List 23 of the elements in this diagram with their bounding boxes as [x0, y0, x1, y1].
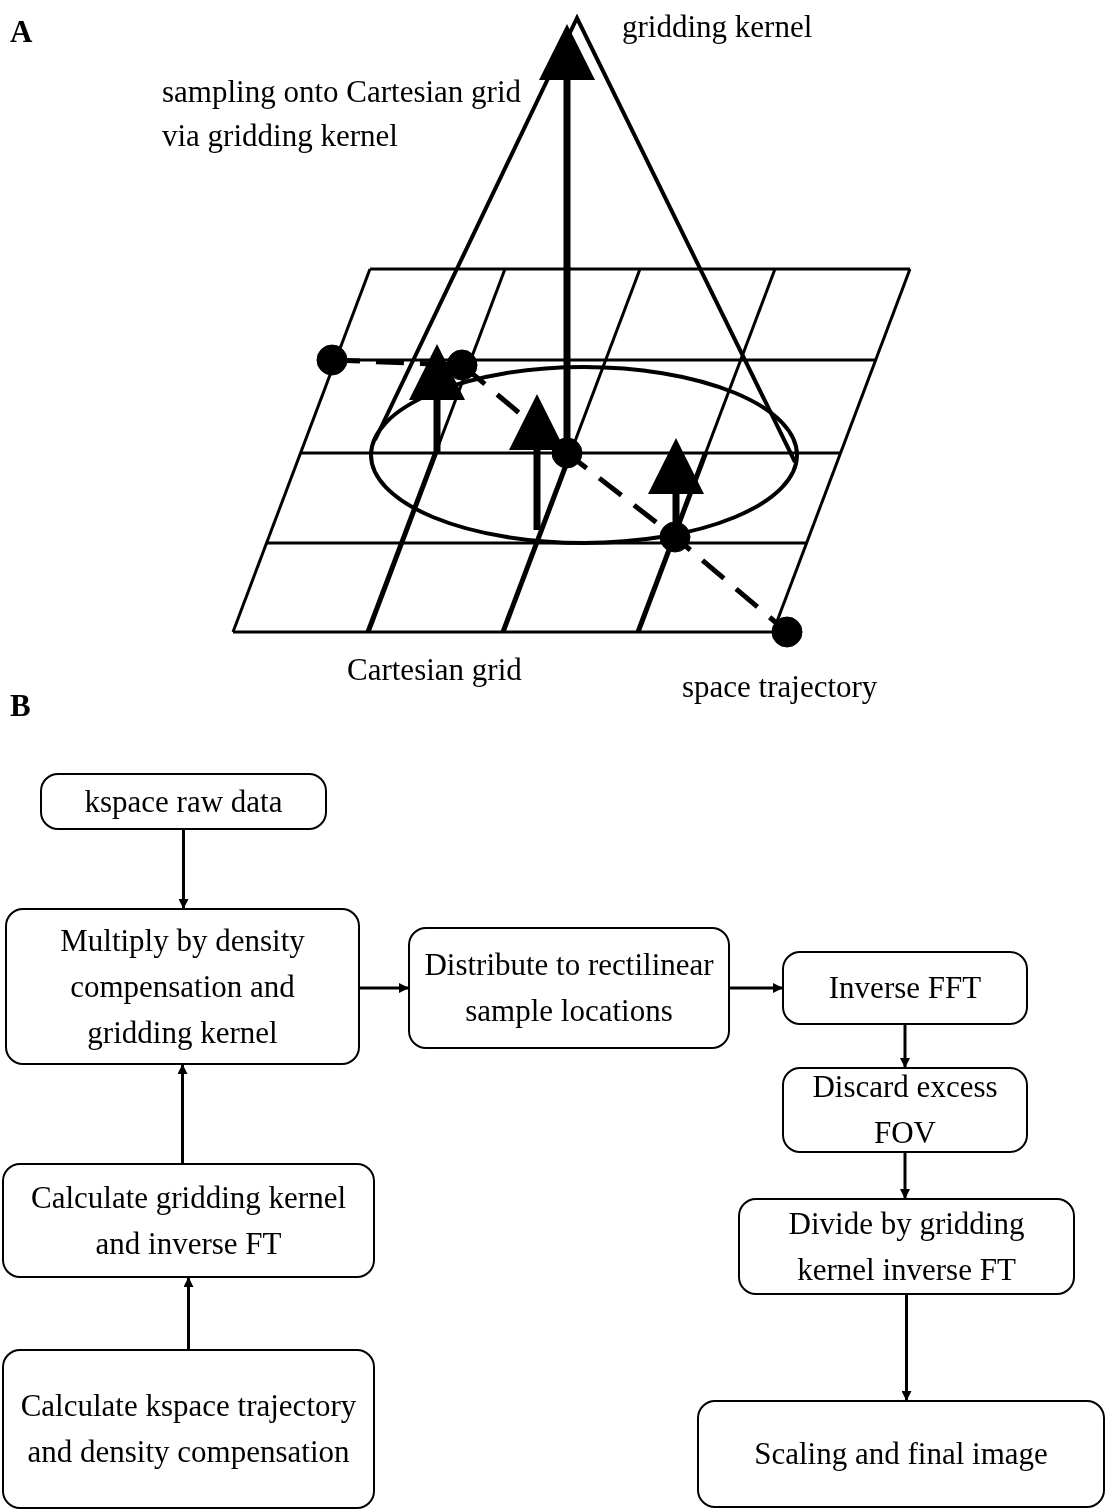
- process-box: Calculate kspace trajectory and density compensation: [2, 1349, 375, 1509]
- arrow: [183, 1277, 194, 1349]
- arrow: [360, 983, 409, 993]
- arrow: [900, 1153, 910, 1199]
- annotation-text: space trajectory: [682, 668, 878, 706]
- annotation-text: Cartesian grid: [347, 651, 522, 689]
- process-box: Calculate gridding kernel and inverse FT: [2, 1163, 375, 1278]
- process-box: kspace raw data: [40, 773, 327, 830]
- process-box: Distribute to rectilinear sample locations: [408, 927, 730, 1049]
- arrow: [177, 1064, 188, 1163]
- process-box: Discard excess FOV: [782, 1067, 1028, 1153]
- annotation-text: sampling onto Cartesian grid via gridding kernel: [162, 73, 522, 155]
- process-box: Multiply by density compensation and gridding kernel: [5, 908, 360, 1065]
- arrow: [901, 1295, 912, 1401]
- panel-letter: B: [10, 687, 31, 725]
- arrow: [900, 1025, 910, 1068]
- annotation-text: gridding kernel: [622, 8, 813, 46]
- process-box: Inverse FFT: [782, 951, 1028, 1025]
- panel-letter: A: [10, 13, 33, 51]
- process-box: Divide by gridding kernel inverse FT: [738, 1198, 1075, 1295]
- process-box: Scaling and final image: [697, 1400, 1105, 1508]
- arrow: [730, 983, 783, 993]
- arrow: [178, 830, 189, 909]
